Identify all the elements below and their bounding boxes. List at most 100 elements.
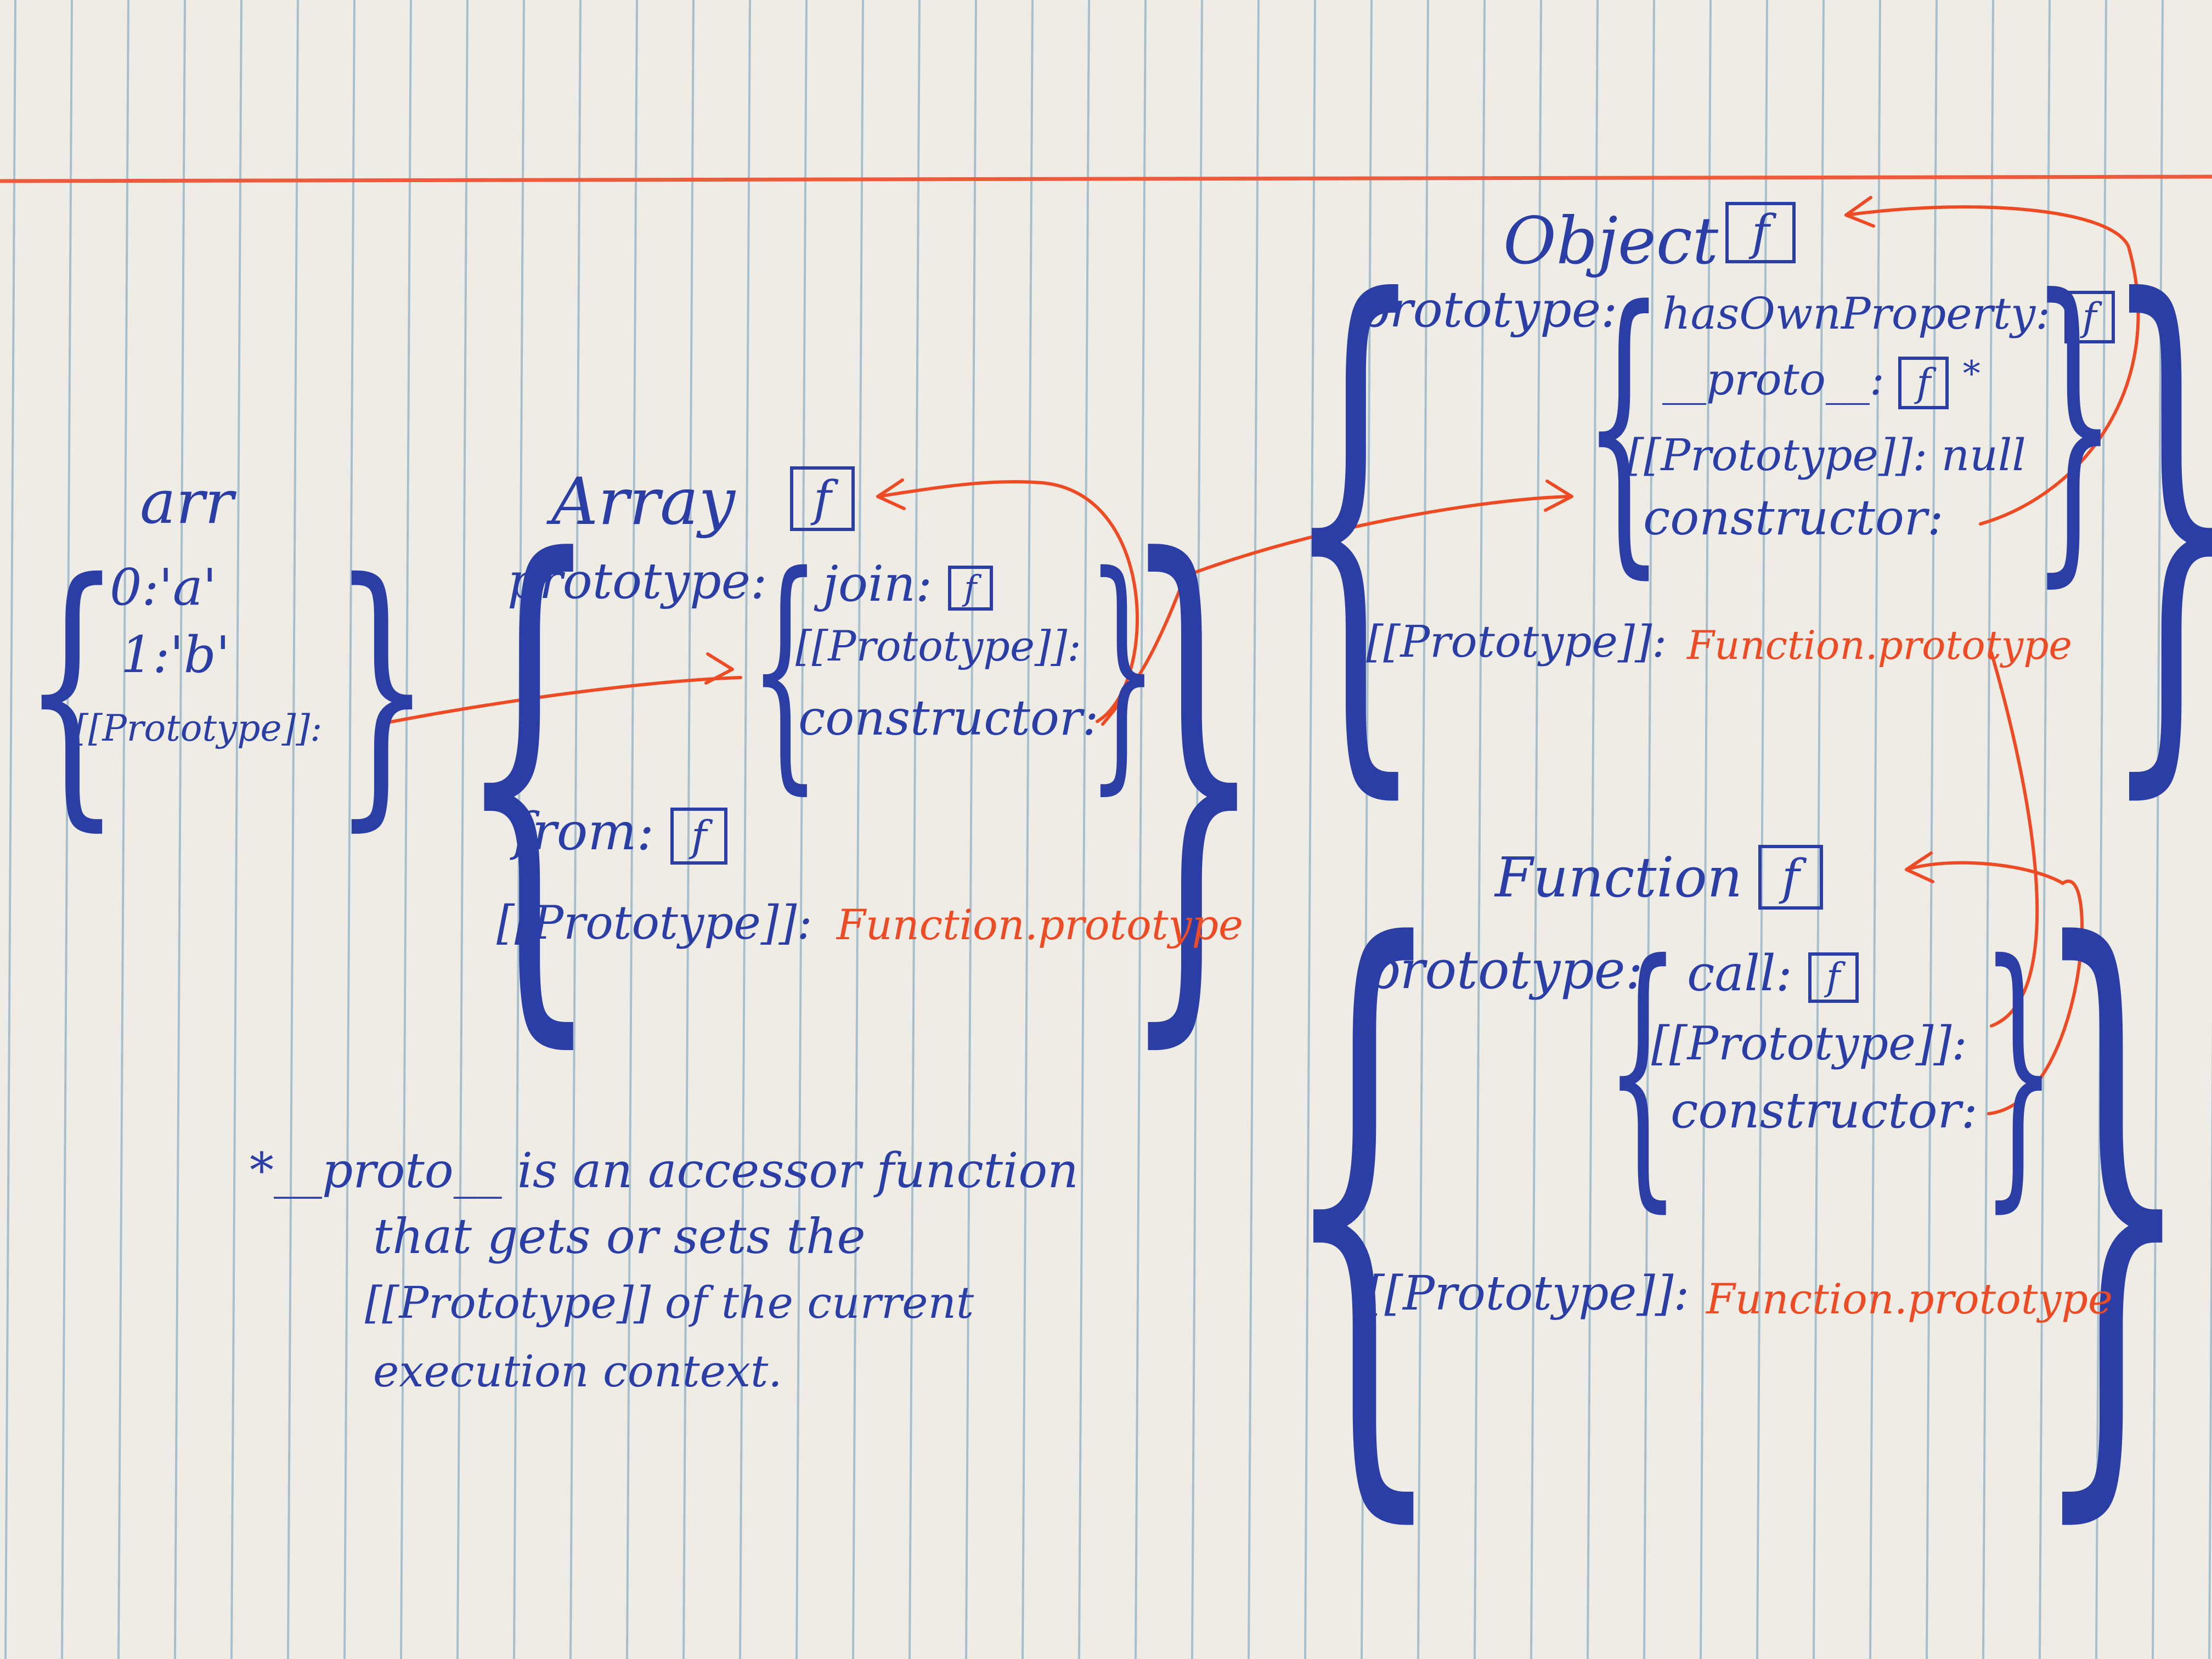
rule-line	[1191, 0, 1203, 1659]
array-proto-open-brace: {	[749, 522, 821, 816]
object-proto-dunder-proto: __proto__: f *	[1662, 357, 1980, 409]
object-own-prototype-label: [[Prototype]]:	[1366, 616, 1667, 667]
margin-line	[0, 174, 2212, 183]
function-badge-icon: f	[947, 565, 993, 611]
array-open-brace: {	[455, 452, 602, 1090]
rule-line	[1926, 0, 1938, 1659]
rule-line	[1417, 0, 1429, 1659]
function-badge-icon: f	[2064, 291, 2115, 343]
call-label: call:	[1687, 945, 1792, 1002]
rule-line	[1813, 0, 1825, 1659]
rule-line	[626, 0, 638, 1659]
arrow-arr-to-array-prototype	[377, 676, 742, 726]
rule-line	[569, 0, 582, 1659]
footnote-line-3: [[Prototype]] of the current	[365, 1277, 974, 1328]
function-own-prototype-label: [[Prototype]]:	[1366, 1266, 1690, 1321]
arr-close-brace: }	[332, 522, 432, 855]
arr-title: arr	[140, 467, 234, 537]
rule-line	[2208, 1013, 2212, 1659]
array-badge-wrap: f	[790, 466, 855, 531]
function-title: Function	[1495, 845, 1742, 910]
object-close-brace: }	[2101, 236, 2212, 795]
rule-line	[61, 0, 73, 1659]
function-badge-icon: f	[670, 807, 728, 865]
rule-line	[852, 0, 864, 1659]
array-own-prototype-value: Function.prototype	[837, 900, 1244, 949]
rule-line	[1643, 0, 1655, 1659]
arr-prop-prototype: [[Prototype]]:	[74, 707, 323, 749]
rule-line	[1700, 0, 1712, 1659]
function-badge-icon: f	[790, 466, 855, 531]
function-badge-icon: f	[1725, 202, 1796, 263]
rule-line	[1982, 0, 1994, 1659]
rule-line	[174, 0, 186, 1659]
object-proto-close-brace: }	[2030, 230, 2118, 614]
hasownproperty-label: hasOwnProperty:	[1662, 288, 2051, 339]
rule-line	[456, 0, 469, 1659]
array-proto-close-brace: }	[1086, 522, 1159, 816]
function-prototype-label: prototype:	[1366, 939, 1643, 1001]
rule-line	[4, 0, 16, 1659]
rule-line	[1756, 0, 1768, 1659]
arr-prop-0: 0:'a'	[110, 558, 217, 617]
arr-open-brace: {	[22, 522, 122, 855]
rule-line	[1474, 0, 1486, 1659]
footnote-line-2: that gets or sets the	[373, 1208, 866, 1265]
object-proto-hasownproperty: hasOwnProperty: f	[1662, 291, 2115, 343]
function-badge-icon: f	[1758, 845, 1823, 910]
rule-line	[2095, 0, 2107, 1659]
rule-line	[1135, 0, 1147, 1659]
object-prototype-label: prototype:	[1358, 281, 1618, 338]
function-badge-icon: f	[1808, 952, 1859, 1003]
rule-line	[2039, 0, 2051, 1659]
rule-line	[1304, 0, 1316, 1659]
array-proto-prototype: [[Prototype]]:	[795, 622, 1081, 670]
join-label: join:	[823, 555, 933, 613]
rule-line	[1078, 0, 1090, 1659]
asterisk-mark: *	[1962, 354, 1980, 394]
object-proto-open-brace: {	[1583, 246, 1665, 604]
footnote-line-1: *__proto__ is an accessor function	[250, 1142, 1079, 1199]
rule-line	[343, 0, 356, 1659]
arrow-function-constructor-to-function	[1905, 861, 2084, 1115]
rule-line	[287, 0, 299, 1659]
rule-line	[1361, 0, 1373, 1659]
function-proto-constructor: constructor:	[1671, 1082, 1978, 1139]
array-prototype-label: prototype:	[507, 552, 768, 610]
array-title: Array	[551, 464, 736, 539]
function-proto-open-brace: {	[1605, 904, 1681, 1236]
function-open-brace: {	[1281, 819, 1446, 1572]
arr-prop-1: 1:'b'	[121, 625, 230, 684]
array-from: from: f	[513, 806, 728, 865]
rule-line	[1869, 0, 1881, 1659]
rule-line	[513, 0, 525, 1659]
rule-line	[1248, 0, 1260, 1659]
array-close-brace: }	[1119, 452, 1266, 1090]
rule-line	[1530, 0, 1542, 1659]
array-proto-constructor: constructor:	[798, 690, 1099, 746]
arrow-object-constructor-to-object	[1844, 205, 2140, 526]
function-close-brace: }	[2030, 819, 2195, 1572]
rule-line	[682, 0, 695, 1659]
prototype-arrows	[377, 196, 2140, 1115]
rule-line	[739, 0, 751, 1659]
arrowhead	[1905, 851, 1934, 883]
vertical-rule-lines	[4, 0, 2212, 1659]
rule-line	[400, 0, 412, 1659]
rule-line	[965, 0, 977, 1659]
function-own-prototype-value: Function.prototype	[1706, 1274, 2113, 1323]
function-proto-prototype: [[Prototype]]:	[1651, 1017, 1967, 1070]
arrowhead	[1844, 196, 1875, 228]
arrow-array-proto-to-object-prototype	[1101, 495, 1571, 726]
object-proto-constructor: constructor:	[1643, 489, 1944, 546]
object-proto-prototype: [[Prototype]]: null	[1627, 430, 2026, 481]
function-proto-close-brace: }	[1980, 904, 2057, 1236]
object-badge-wrap: f	[1725, 202, 1796, 263]
array-own-prototype-label: [[Prototype]]:	[496, 896, 812, 950]
arrowhead	[1544, 479, 1573, 512]
dunder-proto-label: __proto__:	[1662, 354, 1884, 405]
from-label: from:	[513, 802, 654, 862]
object-open-brace: {	[1284, 190, 1426, 842]
